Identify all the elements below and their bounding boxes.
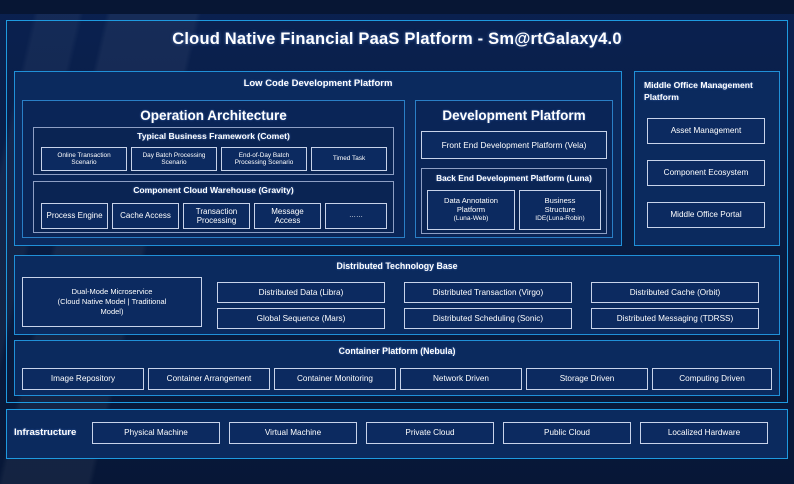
- container-item-image-repository[interactable]: Image Repository: [22, 368, 144, 390]
- dtb-item-distributed-scheduling[interactable]: Distributed Scheduling (Sonic): [404, 308, 572, 329]
- container-item-storage-driven[interactable]: Storage Driven: [526, 368, 648, 390]
- business-structure-line3: IDE(Luna-Robin): [535, 214, 585, 222]
- container-item-container-arrangement[interactable]: Container Arrangement: [148, 368, 270, 390]
- tbf-item-online-transaction[interactable]: Online Transaction Scenario: [41, 147, 127, 171]
- container-item-container-monitoring[interactable]: Container Monitoring: [274, 368, 396, 390]
- top-band: [0, 0, 794, 14]
- dual-mode-line1: Dual-Mode Microservice: [71, 286, 153, 296]
- ccw-item-message-access[interactable]: Message Access: [254, 203, 321, 229]
- infra-item-public-cloud[interactable]: Public Cloud: [503, 422, 631, 444]
- component-cloud-warehouse-header: Component Cloud Warehouse (Gravity): [133, 185, 294, 195]
- low-code-header: Low Code Development Platform: [243, 78, 393, 89]
- data-annotation-line1: Data Annotation: [443, 196, 499, 206]
- infra-item-physical-machine[interactable]: Physical Machine: [92, 422, 220, 444]
- development-platform-header: Development Platform: [442, 108, 586, 123]
- dual-mode-line2: (Cloud Native Model | Traditional: [57, 296, 167, 306]
- back-end-item-business-structure-ide[interactable]: Business Structure IDE(Luna-Robin): [519, 190, 601, 230]
- operation-architecture-header: Operation Architecture: [140, 108, 287, 123]
- dual-mode-microservice-box[interactable]: Dual-Mode Microservice (Cloud Native Mod…: [22, 277, 202, 327]
- infrastructure-label: Infrastructure: [14, 427, 77, 438]
- front-end-development-platform-box[interactable]: Front End Development Platform (Vela): [421, 131, 607, 159]
- data-annotation-line3: (Luna-Web): [453, 214, 489, 222]
- dtb-item-distributed-transaction[interactable]: Distributed Transaction (Virgo): [404, 282, 572, 303]
- infra-item-private-cloud[interactable]: Private Cloud: [366, 422, 494, 444]
- business-structure-line2: Structure: [544, 205, 576, 215]
- dtb-item-distributed-messaging[interactable]: Distributed Messaging (TDRSS): [591, 308, 759, 329]
- tbf-item-timed-task[interactable]: Timed Task: [311, 147, 387, 171]
- ccw-item-cache-access[interactable]: Cache Access: [112, 203, 179, 229]
- dtb-item-distributed-cache[interactable]: Distributed Cache (Orbit): [591, 282, 759, 303]
- tbf-item-end-of-day-batch[interactable]: End-of-Day Batch Processing Scenario: [221, 147, 307, 171]
- container-platform-header: Container Platform (Nebula): [338, 346, 456, 356]
- data-annotation-line2: Platform: [456, 205, 486, 215]
- business-structure-line1: Business: [544, 196, 576, 206]
- typical-business-framework-header: Typical Business Framework (Comet): [137, 131, 290, 141]
- ccw-item-transaction-processing[interactable]: Transaction Processing: [183, 203, 250, 229]
- middle-office-header: Middle Office Management Platform: [644, 80, 753, 102]
- back-end-development-platform-header: Back End Development Platform (Luna): [436, 173, 592, 183]
- middle-office-item-asset-management[interactable]: Asset Management: [647, 118, 765, 144]
- infra-item-localized-hardware[interactable]: Localized Hardware: [640, 422, 768, 444]
- middle-office-item-middle-office-portal[interactable]: Middle Office Portal: [647, 202, 765, 228]
- dual-mode-line3: Model): [100, 307, 124, 317]
- distributed-technology-base-header: Distributed Technology Base: [336, 261, 458, 271]
- platform-outer-frame: [6, 20, 788, 403]
- ccw-item-more[interactable]: ……: [325, 203, 387, 229]
- container-item-computing-driven[interactable]: Computing Driven: [652, 368, 772, 390]
- middle-office-item-component-ecosystem[interactable]: Component Ecosystem: [647, 160, 765, 186]
- ccw-item-process-engine[interactable]: Process Engine: [41, 203, 108, 229]
- container-item-network-driven[interactable]: Network Driven: [400, 368, 522, 390]
- back-end-item-data-annotation[interactable]: Data Annotation Platform (Luna-Web): [427, 190, 515, 230]
- infra-item-virtual-machine[interactable]: Virtual Machine: [229, 422, 357, 444]
- page-title: Cloud Native Financial PaaS Platform - S…: [172, 30, 622, 48]
- dtb-item-global-sequence[interactable]: Global Sequence (Mars): [217, 308, 385, 329]
- tbf-item-day-batch[interactable]: Day Batch Processing Scenario: [131, 147, 217, 171]
- dtb-item-distributed-data[interactable]: Distributed Data (Libra): [217, 282, 385, 303]
